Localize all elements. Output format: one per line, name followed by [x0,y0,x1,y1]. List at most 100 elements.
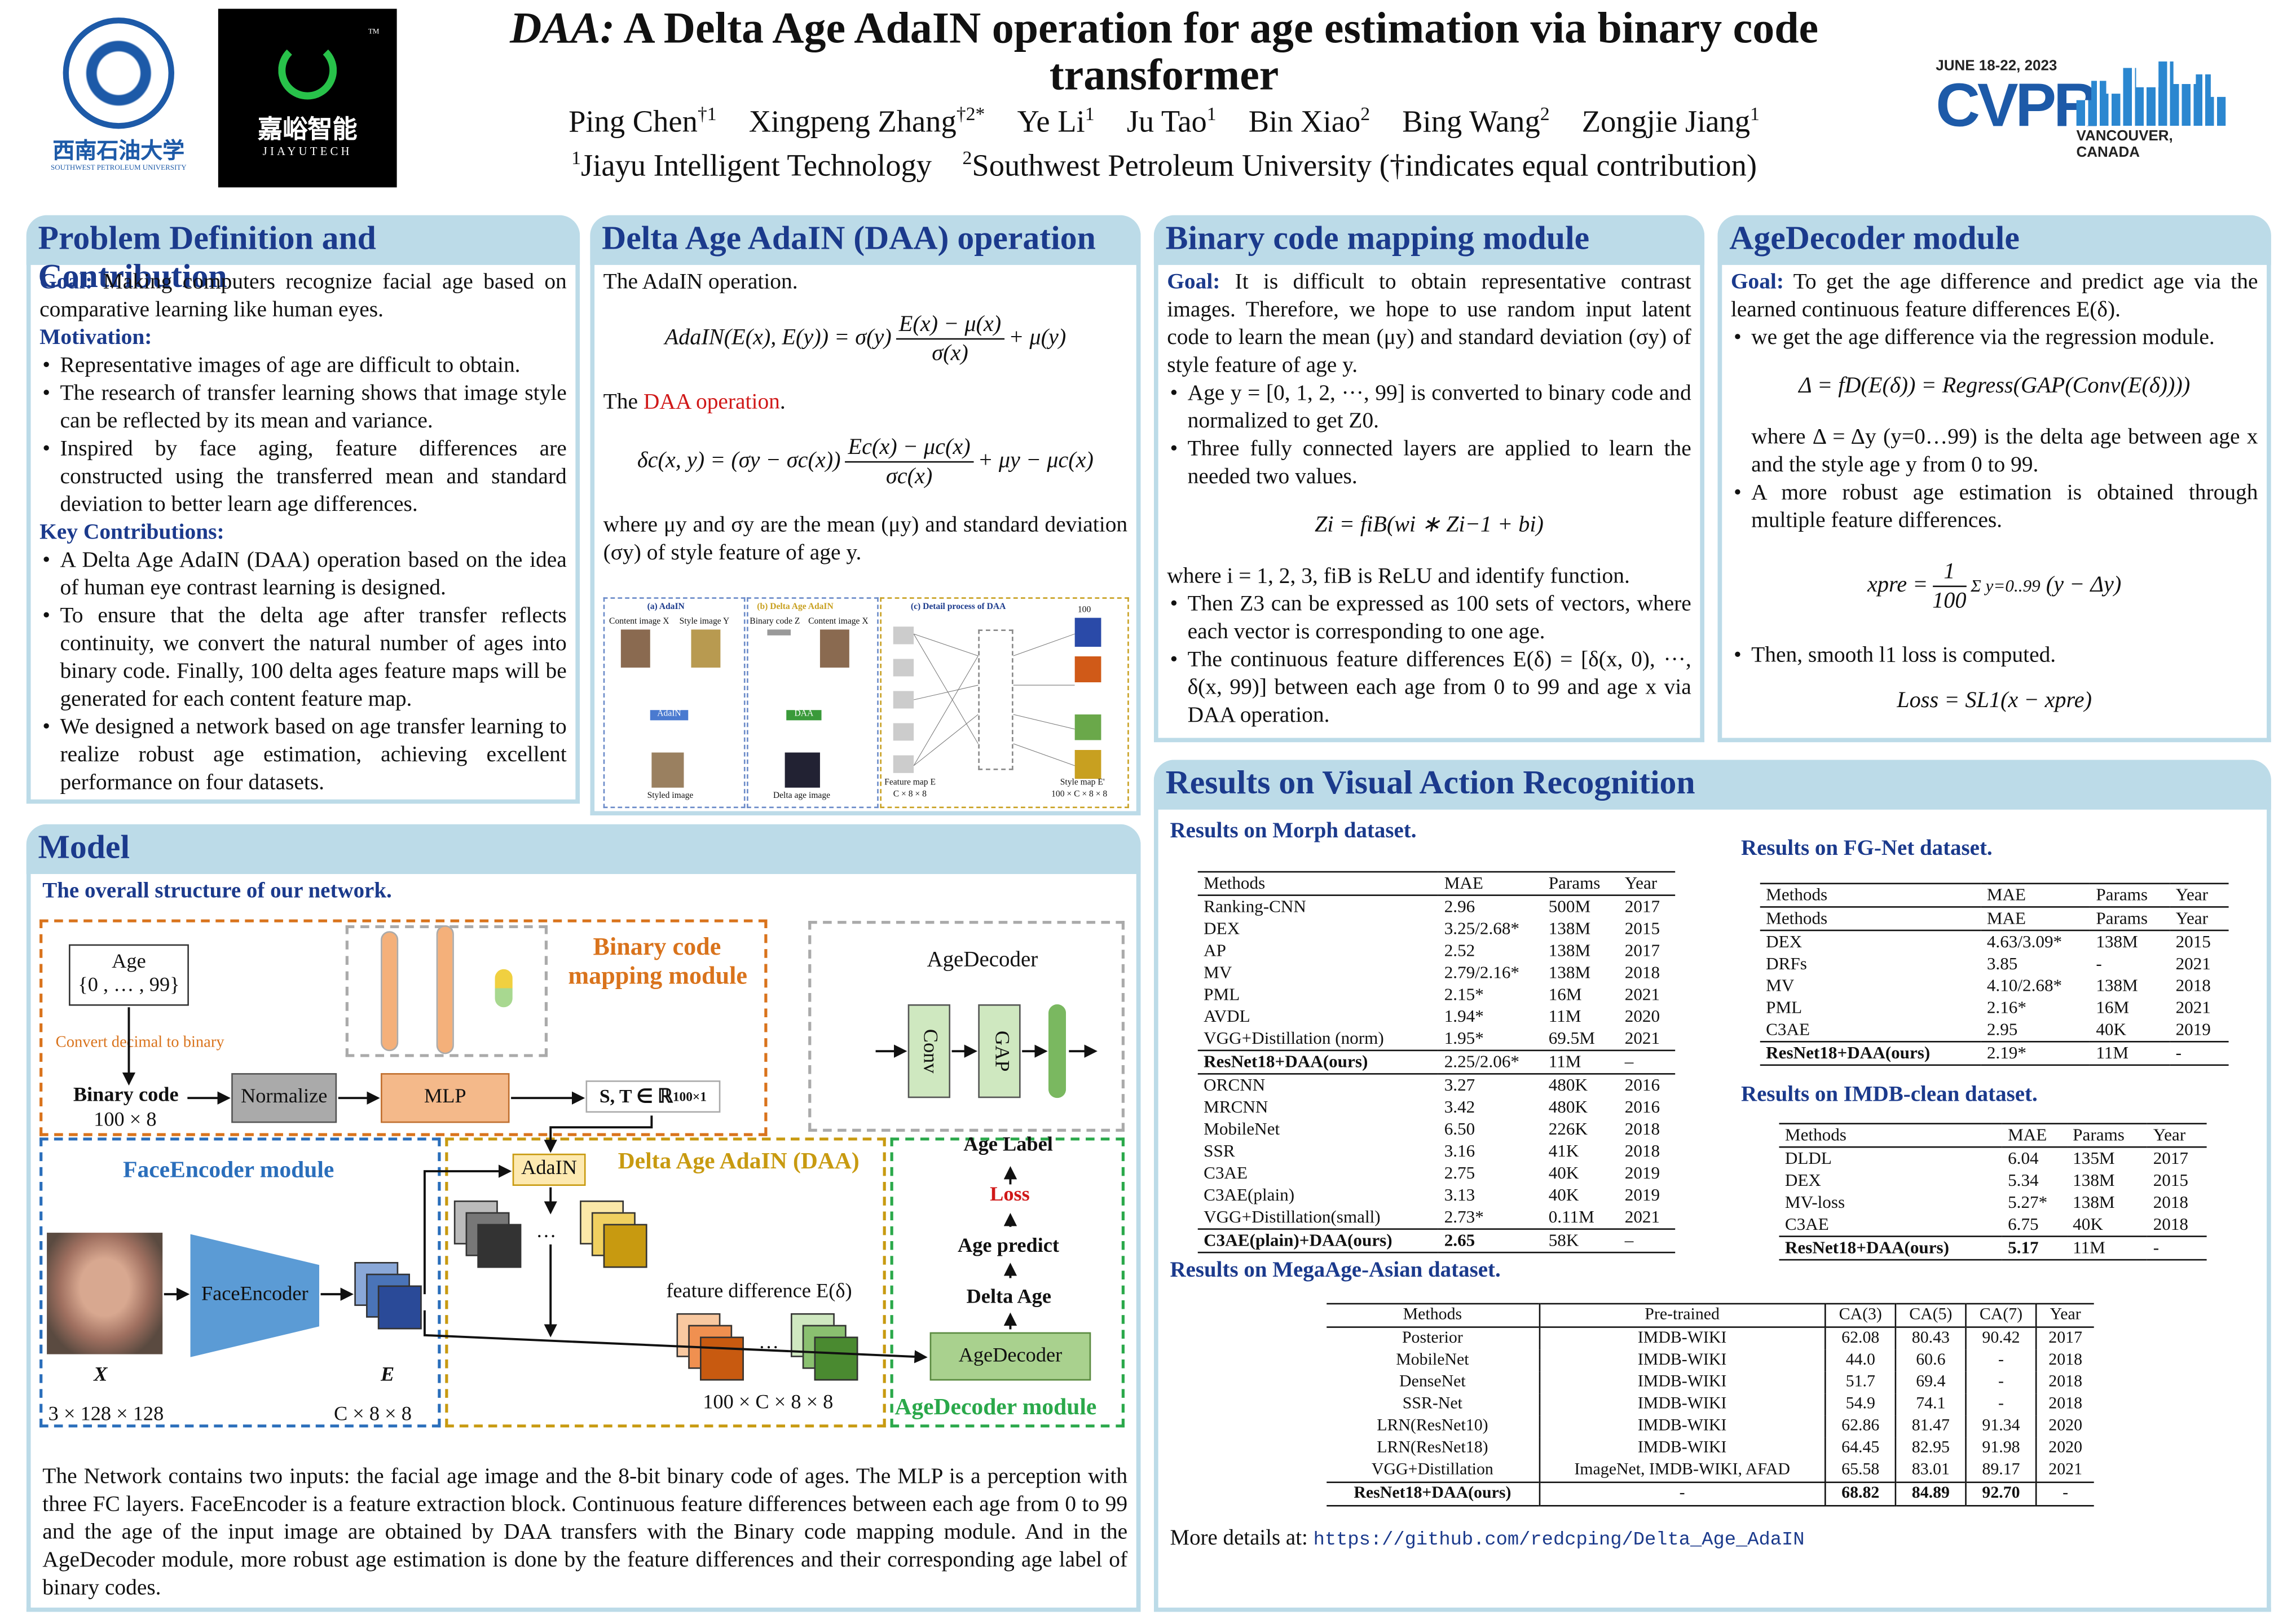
column-header: Methods [1784,1124,1847,1145]
faceencoder-region [39,1137,441,1428]
table-cell: 2020 [2048,1439,2083,1457]
table-cell: LRN(ResNet18) [1327,1437,1540,1460]
table-cell: 11M [2073,1237,2105,1258]
table-row: ResNet18+DAA(ours)2.25/2.06*11M– [1197,1050,1676,1074]
table-cell: 11M [1548,1005,1581,1027]
table-cell: 2018 [2048,1373,2083,1391]
column-header: MAE [2008,1124,2047,1145]
face-image [819,629,849,668]
table-cell: SSR [1204,1140,1235,1161]
table-cell: 2.25/2.06* [1444,1051,1520,1072]
table-cell: 135M [2073,1148,2115,1168]
table-cell: C3AE [1204,1162,1248,1183]
column-header: Year [2153,1124,2186,1145]
list-item: To ensure that the delta age after trans… [39,602,567,713]
panel-title: Binary code mapping module [1153,215,1705,265]
feature-map [893,626,914,773]
table-cell: 3.85 [1986,953,2018,974]
table-cell: IMDB-WIKI [1539,1327,1826,1350]
table-cell: Methods [1766,907,1828,929]
face-image [620,629,650,668]
table-cell: 226K [1548,1118,1588,1139]
table-cell: 2021 [2175,953,2211,974]
table-cell: 2018 [2153,1213,2189,1234]
panel-title: Delta Age AdaIN (DAA) operation [590,215,1141,265]
column-header: Params [2096,884,2148,905]
table-cell: 2.75 [1444,1162,1475,1183]
table-cell: Posterior [1327,1327,1540,1350]
daa-equation: δc(x, y) = (σy − σc(x))Ec(x) − μc(x)σc(x… [603,434,1127,491]
table-cell: Ranking-CNN [1204,895,1306,917]
table-cell: 3.27 [1444,1074,1475,1096]
table-cell: 83.01 [1896,1459,1967,1482]
conv-box: Conv [907,1004,950,1098]
affiliations: 1Jiayu Intelligent Technology 2Southwest… [571,146,1757,183]
table-cell: 3.25/2.68* [1444,917,1520,939]
face-image [691,629,721,668]
table-cell: PML [1204,983,1240,1005]
table-cell: 2018 [2175,975,2211,996]
table-cell: DLDL [1784,1148,1832,1168]
table-cell: 16M [1548,983,1582,1005]
cvpr-logo: JUNE 18-22, 2023 CVPR VANCOUVER, CANADA [1936,59,2228,161]
table-cell: 138M [1548,961,1591,983]
author: Xingpeng Zhang†2* [748,102,985,139]
table-cell: 2017 [1624,939,1660,961]
table-cell: 81.47 [1896,1415,1967,1438]
column-header: Year [2050,1305,2081,1324]
table-cell: 82.95 [1896,1437,1967,1460]
age-input-box: Age{0 , … , 99} [69,944,189,1006]
table-cell: 2017 [1624,895,1660,917]
table-cell: 54.9 [1825,1393,1897,1416]
adain-box: AdaIN [512,1153,586,1186]
table-cell: MV-loss [1784,1191,1845,1212]
table-cell: 64.45 [1825,1437,1897,1460]
author: Ping Chen†1 [569,102,717,139]
table-cell: DEX [1766,931,1803,952]
mlp-neurons [436,925,454,1054]
table-cell: 1.95* [1444,1027,1484,1048]
feature-cube [814,1336,858,1381]
table-cell: 2018 [2153,1191,2189,1212]
table-cell: C3AE(plain)+DAA(ours) [1204,1229,1392,1251]
github-link[interactable]: https://github.com/redcping/Delta_Age_Ad… [1313,1528,1805,1551]
table-cell: 500M [1548,895,1591,917]
table-cell: 1.94* [1444,1005,1484,1027]
column-header: Params [2073,1124,2125,1145]
table-cell: Year [2175,907,2209,929]
daa-region [445,1137,886,1428]
results-panel: Results on Visual Action Recognition Res… [1153,760,2271,1612]
table-cell: 91.34 [1966,1415,2037,1438]
table-cell: ResNet18+DAA(ours) [1204,1051,1368,1072]
style-maps [1074,617,1101,779]
table-cell: C3AE [1784,1213,1829,1234]
table-cell: 2018 [2048,1395,2083,1413]
table-cell: 2019 [1624,1162,1660,1183]
feature-cube [477,1224,522,1268]
table-cell: 138M [2073,1170,2115,1190]
table-cell: 2018 [1624,961,1660,983]
gap-box: GAP [978,1004,1021,1098]
list-item: we get the age difference via the regres… [1731,324,2258,351]
table-cell: DEX [1204,917,1240,939]
table-cell: ImageNet, IMDB-WIKI, AFAD [1539,1459,1826,1482]
table-cell: 2019 [1624,1184,1660,1205]
panel-title: AgeDecoder module [1717,215,2271,265]
table-cell: 40K [1548,1184,1579,1205]
list-item: Three fully connected layers are applied… [1167,435,1691,491]
poster-title: DAA: A Delta Age AdaIN operation for age… [509,4,1819,100]
table-cell: 51.7 [1825,1371,1897,1394]
